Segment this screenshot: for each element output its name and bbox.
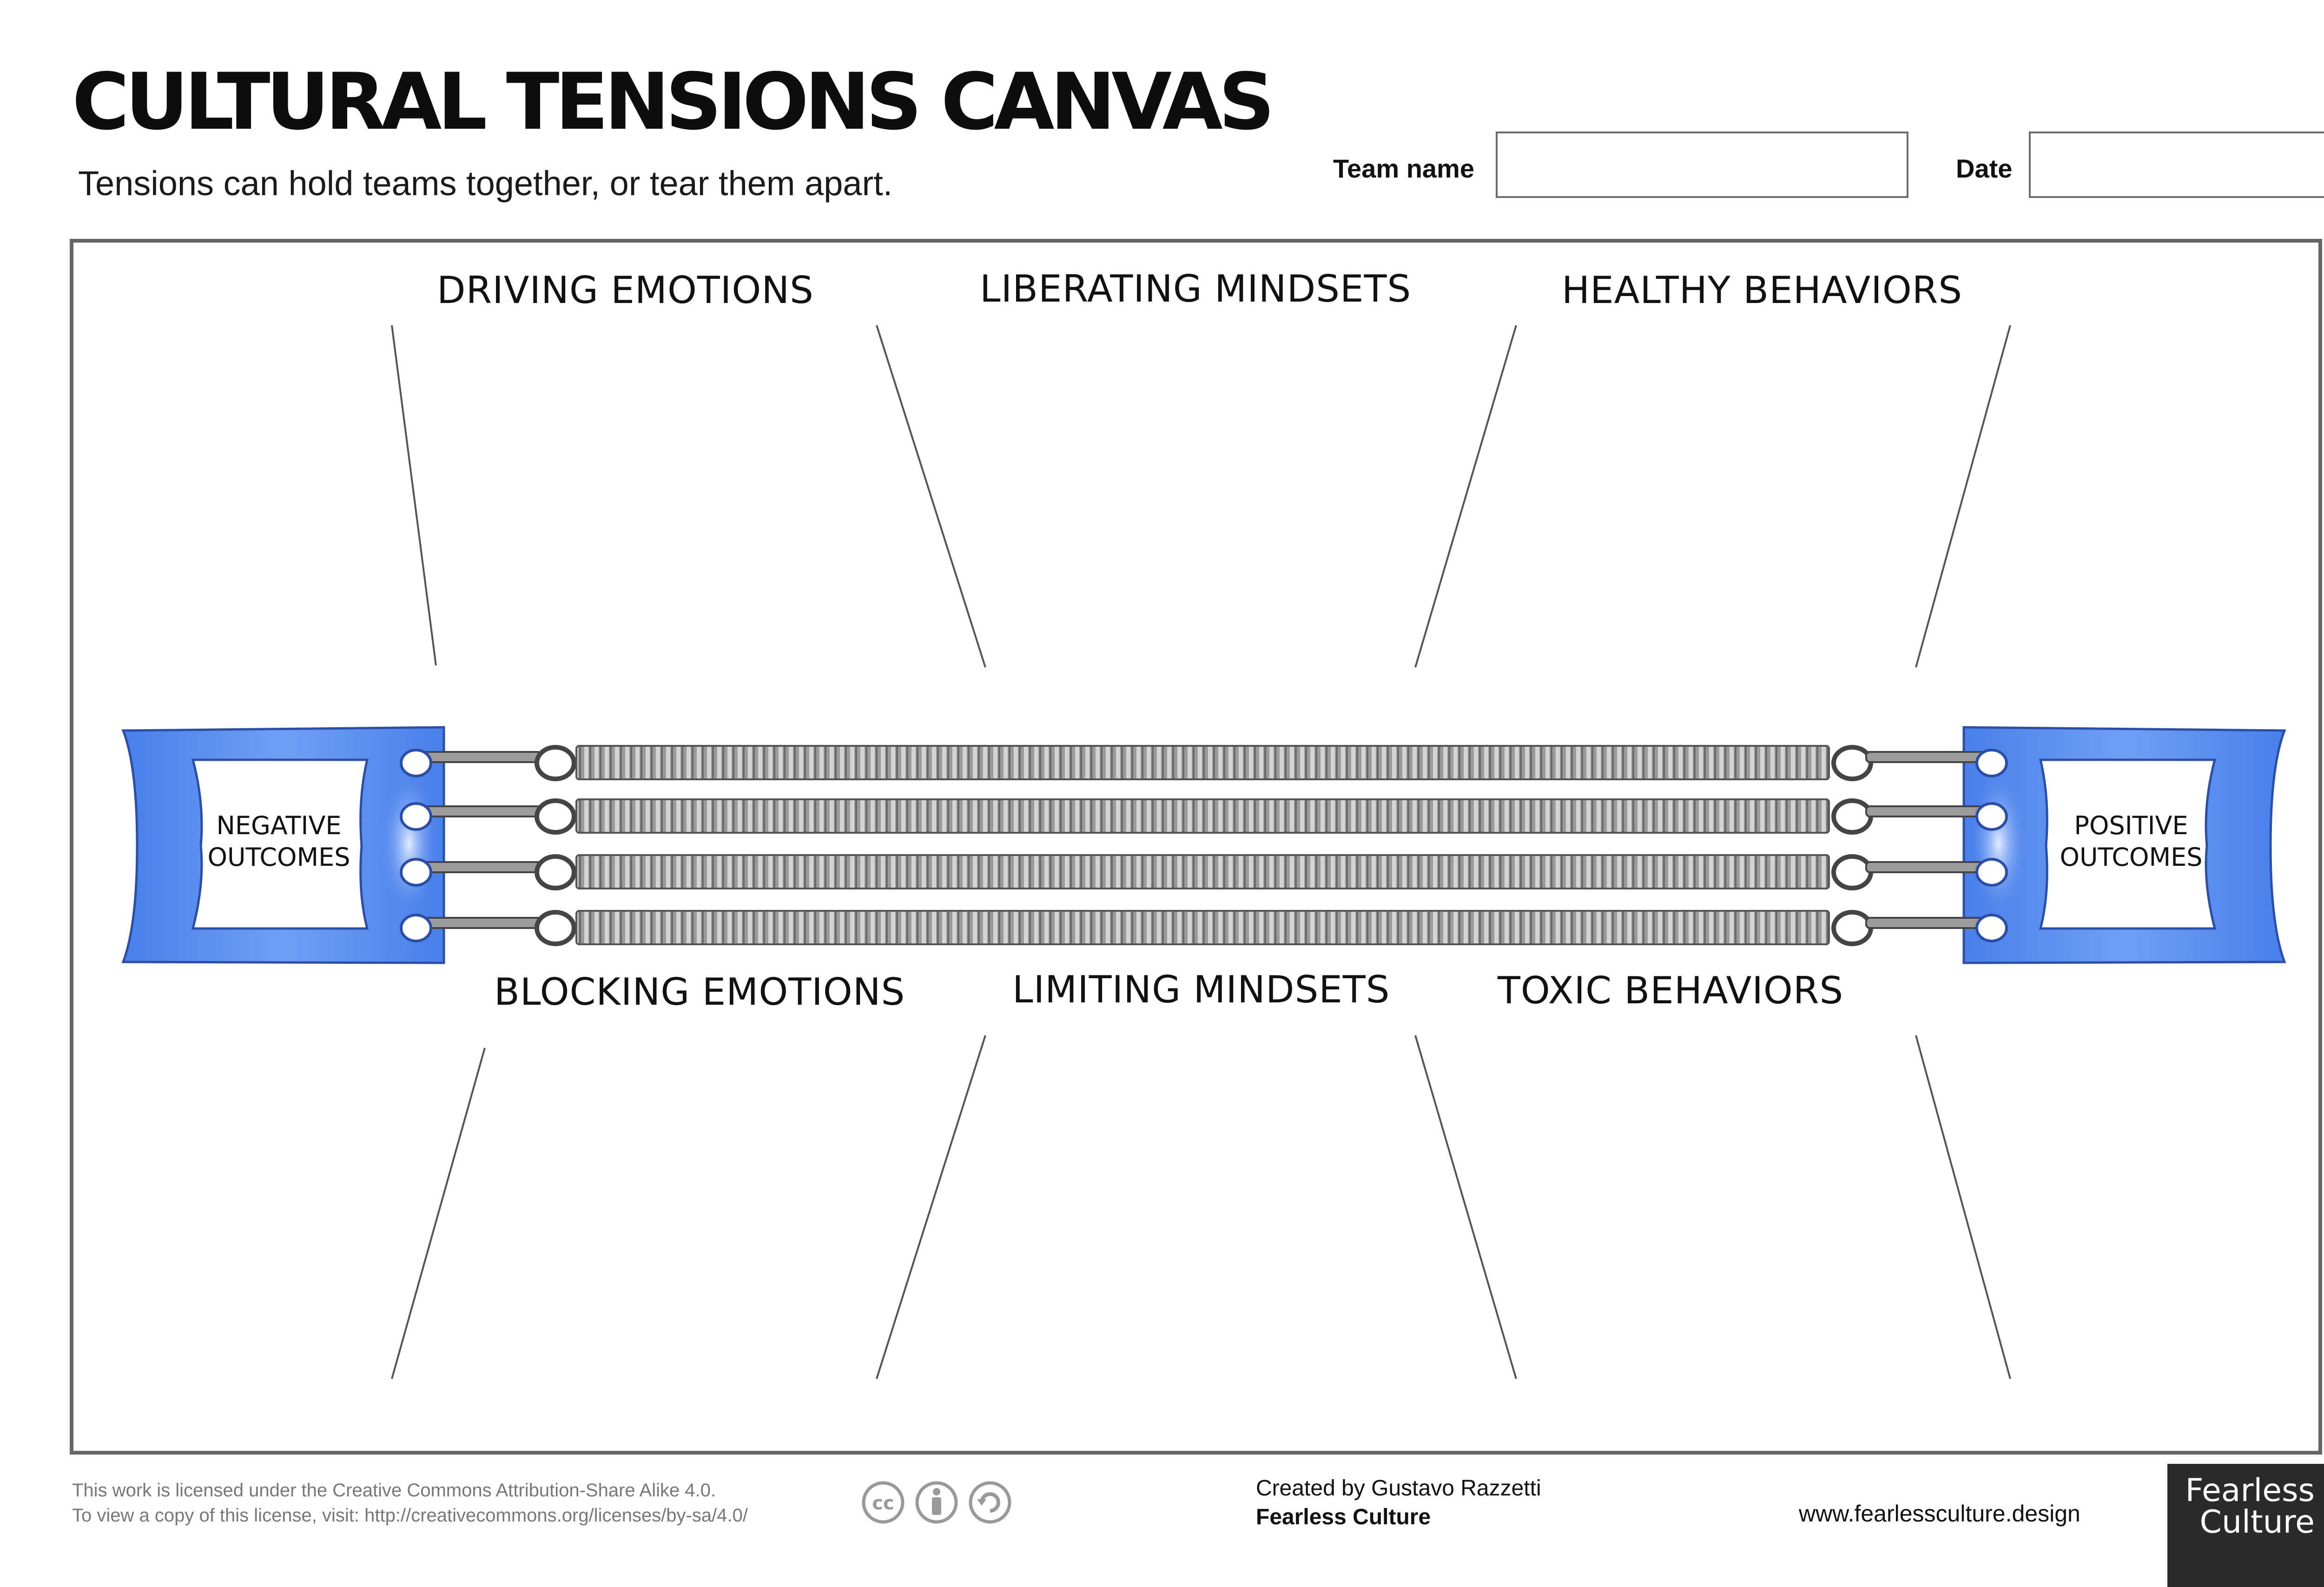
section-healthy-behaviors: HEALTHY BEHAVIORS	[1562, 269, 1963, 312]
license-line-1: This work is licensed under the Creative…	[72, 1480, 716, 1501]
section-driving-emotions: DRIVING EMOTIONS	[437, 269, 814, 312]
svg-text:cc: cc	[872, 1493, 894, 1514]
page-subtitle: Tensions can hold teams together, or tea…	[78, 164, 893, 203]
left-handle	[121, 726, 445, 964]
positive-outcomes-line-1: POSITIVE	[2074, 811, 2188, 840]
logo-line-2: Culture	[2199, 1504, 2315, 1541]
fearless-culture-logo: Fearless Culture	[2167, 1464, 2324, 1587]
spring-1	[400, 745, 2008, 781]
license-text: This work is licensed under the Creative…	[72, 1478, 748, 1528]
logo-line-1: Fearless	[2185, 1472, 2315, 1509]
top-leader-lines	[391, 325, 2011, 668]
positive-outcomes-line-2: OUTCOMES	[2060, 842, 2203, 872]
cc-icon: cc	[862, 1481, 905, 1524]
negative-outcomes-line-2: OUTCOMES	[207, 842, 350, 872]
negative-outcomes-label: NEGATIVE OUTCOMES	[191, 810, 367, 873]
share-alike-icon	[969, 1481, 1011, 1524]
canvas-frame	[70, 239, 2322, 1455]
license-icons: cc	[862, 1481, 1011, 1524]
attribution-icon	[915, 1481, 958, 1524]
spring-4	[400, 910, 2008, 946]
spring-3	[400, 854, 2008, 890]
team-name-field[interactable]	[1496, 132, 1908, 198]
positive-outcomes-label: POSITIVE OUTCOMES	[2043, 810, 2219, 873]
credit-organization-name: Fearless Culture	[1256, 1505, 1431, 1530]
credit-author: Created by Gustavo Razzetti	[1256, 1476, 1541, 1501]
chest-expander-illustration	[121, 325, 2286, 1379]
credit-organization: Fearless Culture	[1256, 1503, 1541, 1532]
section-limiting-mindsets: LIMITING MINDSETS	[1012, 968, 1390, 1011]
right-handle	[1962, 726, 2286, 964]
date-field[interactable]	[2029, 132, 2324, 198]
negative-outcomes-line-1: NEGATIVE	[216, 811, 342, 840]
team-name-label: Team name	[1333, 154, 1474, 183]
date-label: Date	[1956, 154, 2013, 183]
right-handle-highlight	[1971, 774, 2027, 913]
section-liberating-mindsets: LIBERATING MINDSETS	[980, 267, 1412, 310]
bottom-leader-lines	[391, 1035, 2011, 1379]
credit-block: Created by Gustavo Razzetti Fearless Cul…	[1256, 1474, 1541, 1532]
left-handle-highlight	[381, 774, 437, 913]
license-line-2: To view a copy of this license, visit: h…	[72, 1505, 748, 1526]
page-title: CULTURAL TENSIONS CANVAS	[72, 56, 1275, 147]
section-blocking-emotions: BLOCKING EMOTIONS	[494, 970, 905, 1014]
website-link[interactable]: www.fearlessculture.design	[1799, 1501, 2080, 1527]
springs	[400, 745, 2008, 946]
spring-2	[400, 798, 2008, 835]
section-toxic-behaviors: TOXIC BEHAVIORS	[1498, 969, 1844, 1012]
